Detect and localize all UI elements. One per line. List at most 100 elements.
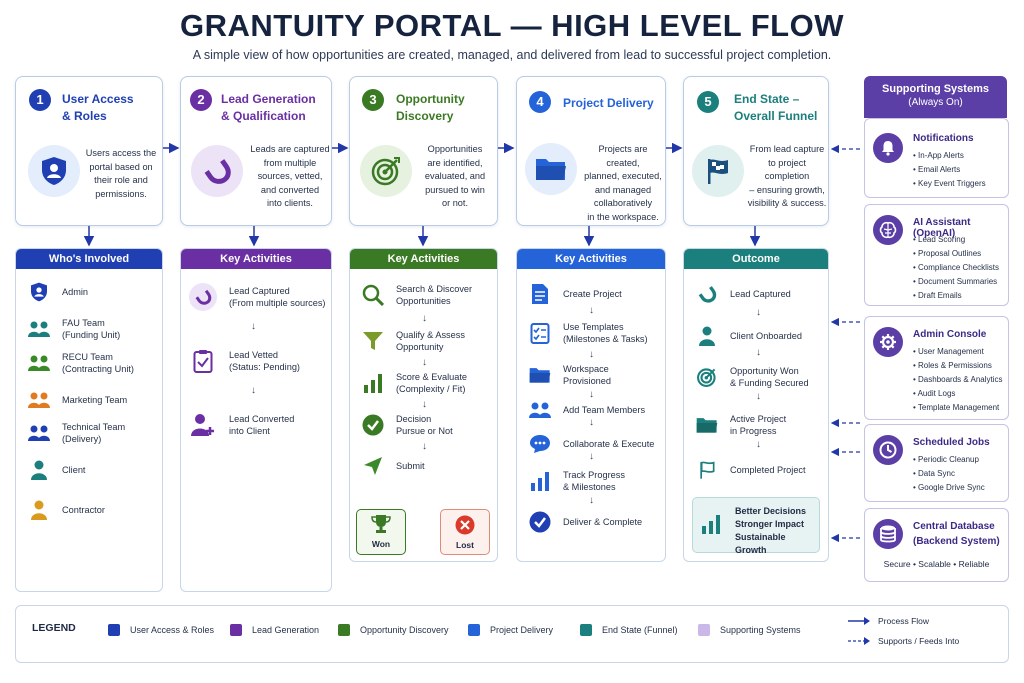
filter-icon	[362, 330, 384, 352]
system-ai-assistant[interactable]: AI Assistant (OpenAI) Lead ScoringPropos…	[864, 204, 1009, 306]
user-add-icon	[189, 411, 217, 439]
team-icon	[28, 389, 50, 411]
stage-number-5: 5	[697, 91, 719, 113]
stage-number-3: 3	[362, 89, 384, 111]
system-admin-console[interactable]: Admin Console User ManagementRoles & Per…	[864, 316, 1009, 420]
activity-submit[interactable]: Submit	[362, 455, 425, 477]
panel-header-2: Key Activities	[181, 249, 331, 269]
activity-lead-captured[interactable]: Lead Captured(From multiple sources)	[189, 283, 326, 311]
system-scheduled-jobs[interactable]: Scheduled Jobs Periodic CleanupData Sync…	[864, 424, 1009, 502]
magnet-icon	[191, 145, 243, 197]
team-icon	[28, 352, 50, 374]
outcome-opportunity-won[interactable]: Opportunity Won& Funding Secured	[696, 365, 809, 389]
participant-fau-team[interactable]: FAU Team(Funding Unit)	[28, 317, 120, 341]
activity-add-team-members[interactable]: Add Team Members	[529, 399, 645, 421]
outcome-client-onboarded[interactable]: Client Onboarded	[696, 325, 802, 347]
participant-contractor[interactable]: Contractor	[28, 499, 105, 521]
check-circle-icon	[362, 414, 384, 436]
panel-header-1: Who's Involved	[16, 249, 162, 269]
search-icon	[362, 284, 384, 306]
activity-deliver-complete[interactable]: Deliver & Complete	[529, 511, 642, 533]
legend-supports: Supports / Feeds Into	[848, 636, 959, 646]
participant-recu-team[interactable]: RECU Team(Contracting Unit)	[28, 351, 134, 375]
target-icon	[360, 145, 412, 197]
participant-marketing-team[interactable]: Marketing Team	[28, 389, 127, 411]
clock-icon	[873, 435, 903, 465]
legend-item-user-access: User Access & Roles	[108, 624, 214, 636]
activity-lead-vetted[interactable]: Lead Vetted(Status: Pending)	[189, 347, 300, 375]
activity-use-templates[interactable]: Use Templates(Milestones & Tasks)	[529, 321, 648, 345]
legend-item-supporting-systems: Supporting Systems	[698, 624, 801, 636]
outcome-lead-captured[interactable]: Lead Captured	[696, 283, 791, 305]
lost-outcome[interactable]: Lost	[440, 509, 490, 555]
bar-chart-icon	[362, 372, 384, 394]
flag-icon	[692, 145, 744, 197]
stage-title-2: Lead Generation& Qualification	[221, 92, 316, 123]
magnet-icon	[189, 283, 217, 311]
activity-collaborate-execute[interactable]: Collaborate & Execute	[529, 433, 654, 455]
supporting-header: Supporting Systems (Always On)	[864, 76, 1007, 118]
outcome-completed-project[interactable]: Completed Project	[696, 459, 806, 481]
stage-number-2: 2	[190, 89, 212, 111]
system-notifications[interactable]: Notifications In-App AlertsEmail AlertsK…	[864, 118, 1009, 198]
stage-card-5[interactable]: 5 End State –Overall Funnel From lead ca…	[683, 76, 829, 226]
panel-delivery-activities: Key Activities Create Project ↓ Use Temp…	[516, 248, 666, 562]
legend-item-lead-generation: Lead Generation	[230, 624, 319, 636]
legend-process-flow: Process Flow	[848, 616, 929, 626]
activity-create-project[interactable]: Create Project	[529, 283, 622, 305]
system-central-database[interactable]: Central Database(Backend System) Secure …	[864, 508, 1009, 582]
target-icon	[696, 366, 718, 388]
panel-header-4: Key Activities	[517, 249, 665, 269]
panel-header-3: Key Activities	[350, 249, 497, 269]
stage-title-5: End State –Overall Funnel	[734, 92, 818, 123]
user-icon	[28, 499, 50, 521]
panel-outcome: Outcome Lead Captured ↓ Client Onboarded…	[683, 248, 829, 562]
chat-icon	[529, 433, 551, 455]
team-icon	[28, 422, 50, 444]
bar-chart-icon	[701, 514, 721, 539]
shield-user-icon	[28, 145, 80, 197]
brain-icon	[873, 215, 903, 245]
document-icon	[529, 283, 551, 305]
won-outcome[interactable]: Won	[356, 509, 406, 555]
send-icon	[362, 455, 384, 477]
flag-icon	[696, 459, 718, 481]
stage-desc-4: Projects are created,planned, executed,a…	[584, 144, 662, 222]
legend: LEGEND User Access & Roles Lead Generati…	[15, 605, 1009, 663]
stage-card-2[interactable]: 2 Lead Generation& Qualification Leads a…	[180, 76, 332, 226]
clipboard-check-icon	[189, 347, 217, 375]
legend-item-project-delivery: Project Delivery	[468, 624, 553, 636]
close-circle-icon	[455, 515, 475, 535]
shield-user-icon	[28, 281, 50, 303]
team-icon	[28, 318, 50, 340]
stage-title-1: User Access& Roles	[62, 92, 134, 123]
bell-icon	[873, 133, 903, 163]
activity-track-progress[interactable]: Track Progress& Milestones	[529, 469, 625, 493]
participant-technical-team[interactable]: Technical Team(Delivery)	[28, 421, 125, 445]
folder-icon	[525, 143, 577, 195]
check-circle-icon	[529, 511, 551, 533]
trophy-icon	[371, 515, 391, 533]
user-icon	[696, 325, 718, 347]
stage-title-4: Project Delivery	[563, 96, 654, 110]
page-subtitle: A simple view of how opportunities are c…	[192, 48, 832, 62]
page-title: GRANTUITY PORTAL — HIGH LEVEL FLOW	[180, 8, 844, 43]
participant-admin[interactable]: Admin	[28, 281, 88, 303]
gear-icon	[873, 327, 903, 357]
legend-item-end-state: End State (Funnel)	[580, 624, 678, 636]
stage-number-1: 1	[29, 89, 51, 111]
activity-score-evaluate[interactable]: Score & Evaluate(Complexity / Fit)	[362, 371, 467, 395]
participant-client[interactable]: Client	[28, 459, 86, 481]
stage-card-4[interactable]: 4 Project Delivery Projects are created,…	[516, 76, 666, 226]
